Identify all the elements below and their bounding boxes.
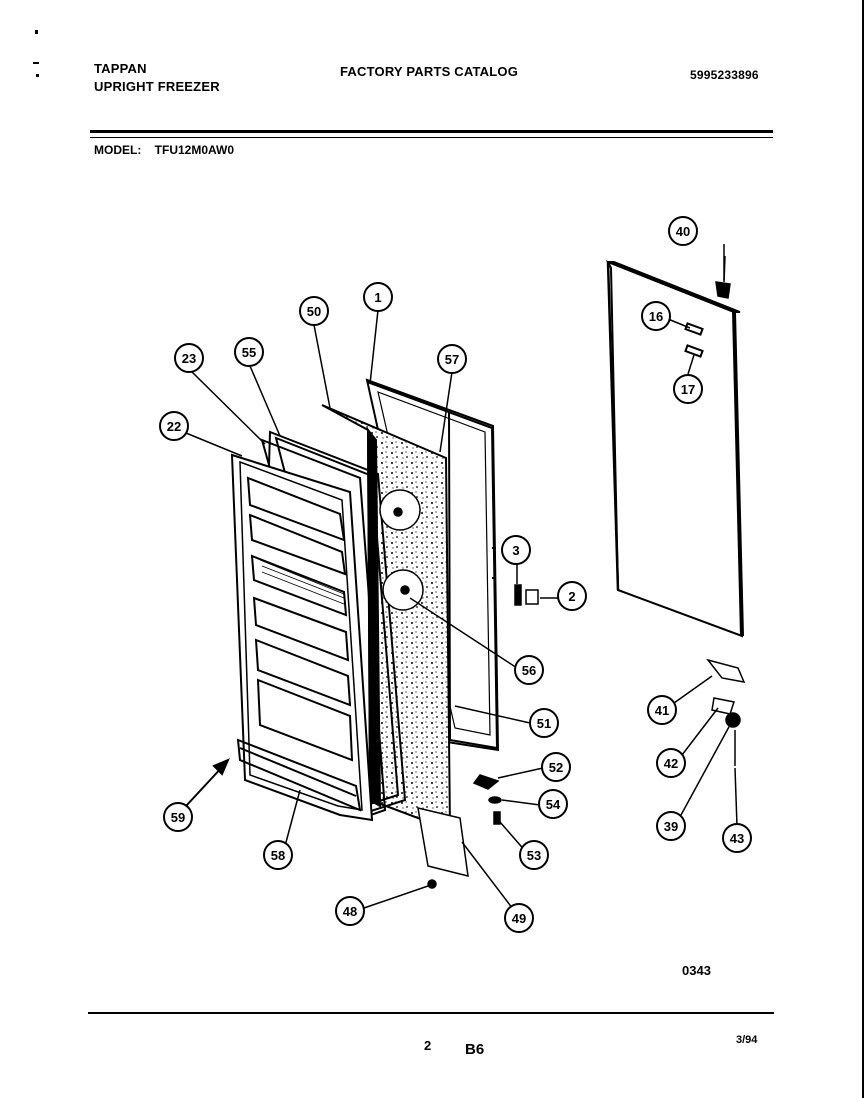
callout-40: 40 <box>668 216 698 246</box>
model-row: MODEL: TFU12M0AW0 <box>94 143 244 157</box>
svg-text:17: 17 <box>681 382 695 397</box>
callout-22: 22 <box>159 411 189 441</box>
callout-39: 39 <box>656 811 686 841</box>
callout-2: 2 <box>557 581 587 611</box>
svg-text:16: 16 <box>649 309 663 324</box>
svg-text:23: 23 <box>182 351 196 366</box>
svg-text:57: 57 <box>445 352 459 367</box>
svg-text:48: 48 <box>343 904 357 919</box>
header-rule-thin <box>90 137 773 138</box>
svg-text:49: 49 <box>512 911 526 926</box>
svg-text:39: 39 <box>664 819 678 834</box>
svg-text:51: 51 <box>537 716 551 731</box>
scan-speck <box>35 30 38 34</box>
footer-rule <box>88 1012 774 1014</box>
callout-51: 51 <box>529 708 559 738</box>
svg-text:40: 40 <box>676 224 690 239</box>
direction-arrow <box>185 758 230 807</box>
callout-49: 49 <box>504 903 534 933</box>
callout-3: 3 <box>501 535 531 565</box>
svg-text:2: 2 <box>568 589 575 604</box>
svg-text:55: 55 <box>242 345 256 360</box>
svg-text:58: 58 <box>271 848 285 863</box>
header-left: TAPPAN UPRIGHT FREEZER <box>94 60 220 96</box>
model-label: MODEL: <box>94 143 142 157</box>
callout-48: 48 <box>335 896 365 926</box>
callout-56: 56 <box>514 655 544 685</box>
catalog-number: 5995233896 <box>690 68 759 82</box>
svg-text:43: 43 <box>730 831 744 846</box>
leader-lines <box>185 244 738 914</box>
svg-text:41: 41 <box>655 703 669 718</box>
model-number: TFU12M0AW0 <box>154 143 235 157</box>
callout-54: 54 <box>538 789 568 819</box>
callout-41: 41 <box>647 695 677 725</box>
hinge-parts <box>417 255 746 889</box>
page-number: 2 <box>424 1038 432 1053</box>
inner-door-liner <box>230 453 374 822</box>
page-edge <box>862 0 864 1098</box>
callout-53: 53 <box>519 840 549 870</box>
product-name: UPRIGHT FREEZER <box>94 79 220 94</box>
callout-59: 59 <box>163 802 193 832</box>
print-date: 3/94 <box>736 1034 758 1046</box>
svg-text:59: 59 <box>171 810 185 825</box>
callout-23: 23 <box>174 343 204 373</box>
svg-text:3: 3 <box>512 543 519 558</box>
scan-speck <box>33 62 39 64</box>
callout-50: 50 <box>299 296 329 326</box>
callout-43: 43 <box>722 823 752 853</box>
brand-name: TAPPAN <box>94 61 147 76</box>
callout-1: 1 <box>363 282 393 312</box>
door-skin <box>605 260 744 638</box>
figure-code: 0343 <box>682 963 711 978</box>
svg-text:1: 1 <box>374 290 381 305</box>
svg-text:50: 50 <box>307 304 321 319</box>
svg-text:53: 53 <box>527 848 541 863</box>
svg-text:56: 56 <box>522 663 536 678</box>
svg-text:42: 42 <box>664 756 678 771</box>
callout-58: 58 <box>263 840 293 870</box>
svg-text:54: 54 <box>546 797 561 812</box>
svg-text:52: 52 <box>549 760 563 775</box>
callout-57: 57 <box>437 344 467 374</box>
callout-42: 42 <box>656 748 686 778</box>
section-code: B6 <box>465 1041 485 1058</box>
callout-17: 17 <box>673 374 703 404</box>
callout-55: 55 <box>234 337 264 367</box>
callouts: 1 50 55 23 22 57 40 16 17 3 2 56 51 52 5… <box>159 216 752 933</box>
callout-52: 52 <box>541 752 571 782</box>
callout-16: 16 <box>641 301 671 331</box>
catalog-title: FACTORY PARTS CATALOG <box>340 64 519 79</box>
scan-speck <box>36 74 39 77</box>
header-rule <box>90 130 773 133</box>
svg-text:22: 22 <box>167 419 181 434</box>
